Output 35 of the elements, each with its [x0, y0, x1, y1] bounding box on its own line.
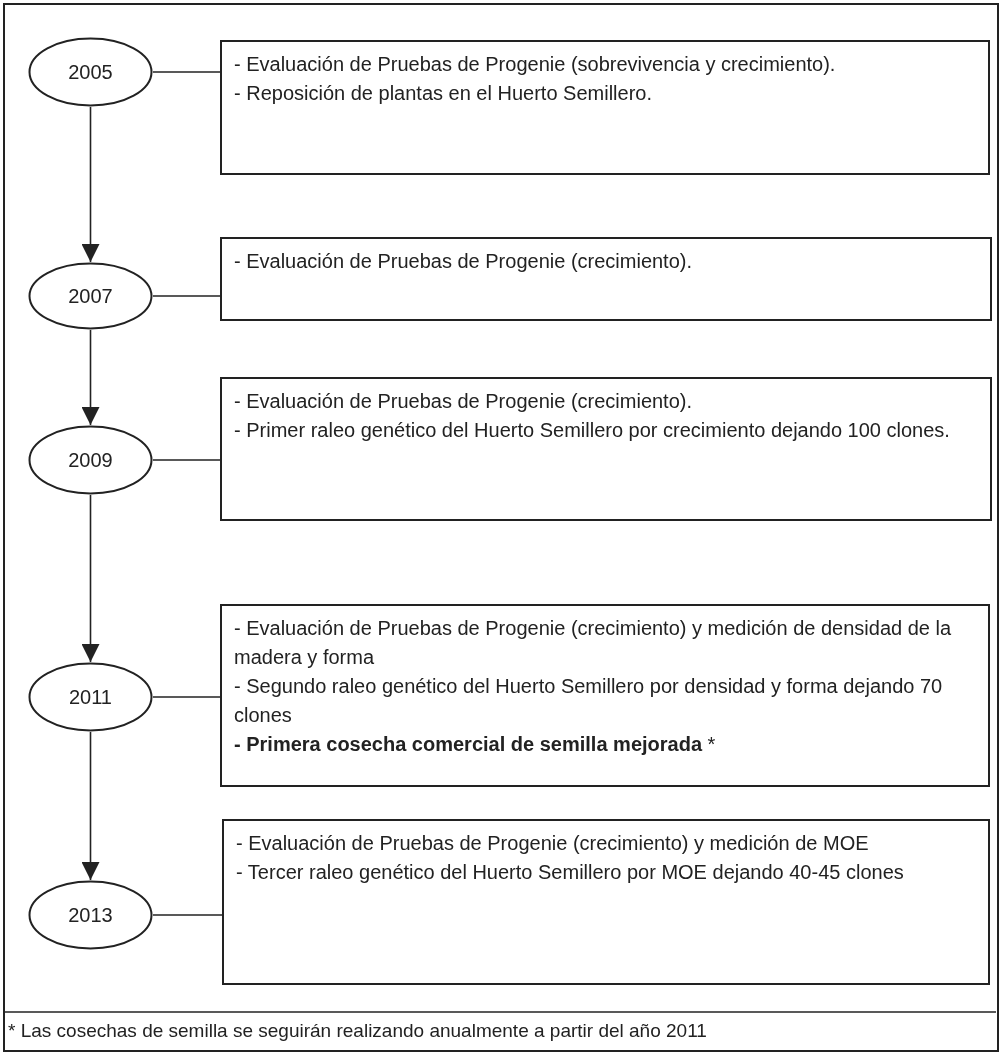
year-label: 2005	[68, 60, 113, 84]
connector-line	[152, 71, 221, 73]
description-text: - Tercer raleo genético del Huerto Semillero por MOE dejando 40-45 clones	[236, 860, 905, 885]
description-text: - Evaluación de Pruebas de Progenie (crecimiento).	[234, 249, 694, 274]
year-label: 2009	[68, 448, 113, 472]
year-label: 2013	[68, 903, 113, 927]
connector-line	[152, 696, 221, 698]
connector-line	[152, 914, 223, 916]
description-box	[220, 237, 992, 321]
arrow	[81, 329, 100, 426]
connector-line	[152, 459, 221, 461]
description-text: - Primer raleo genético del Huerto Semillero por crecimiento dejando 100 clones.	[234, 418, 951, 443]
description-text: - Segundo raleo genético del Huerto Semillero por densidad y forma dejando 70 clones	[234, 674, 944, 728]
year-ellipse	[28, 425, 153, 495]
description-text: - Reposición de plantas en el Huerto Semillero.	[234, 81, 653, 106]
arrow	[81, 731, 100, 881]
description-text: - Evaluación de Pruebas de Progenie (crecimiento) y medición de densidad de la madera y forma	[234, 616, 953, 670]
description-text: - Primera cosecha comercial de semilla mejorada*	[234, 732, 717, 757]
description-text: - Evaluación de Pruebas de Progenie (crecimiento) y medición de MOE	[236, 831, 870, 856]
description-box	[220, 377, 992, 521]
description-box	[220, 40, 990, 175]
description-box	[222, 819, 990, 985]
year-label: 2007	[68, 284, 113, 308]
year-label: 2011	[69, 685, 112, 709]
description-box	[220, 604, 990, 787]
arrow	[81, 106, 100, 263]
year-ellipse	[28, 262, 153, 330]
arrow	[81, 494, 100, 663]
description-text: - Evaluación de Pruebas de Progenie (sobrevivencia y crecimiento).	[234, 52, 837, 77]
connector-line	[152, 295, 221, 297]
year-ellipse	[28, 662, 153, 732]
description-text: - Evaluación de Pruebas de Progenie (crecimiento).	[234, 389, 694, 414]
footnote: * Las cosechas de semilla se seguirán realizando anualmente a partir del año 2011	[8, 1020, 707, 1042]
year-ellipse	[28, 880, 153, 950]
year-ellipse	[28, 37, 153, 107]
